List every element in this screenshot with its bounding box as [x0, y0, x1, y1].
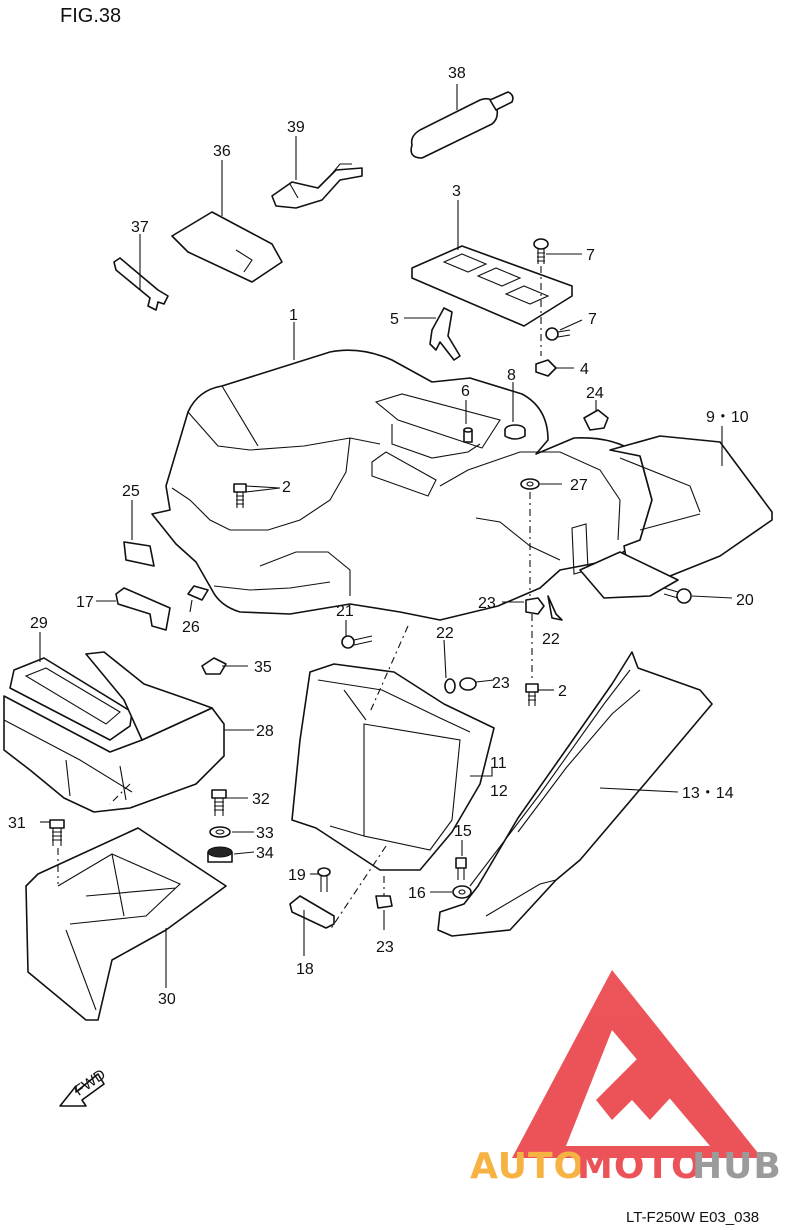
callout-7-upper: 7	[586, 247, 595, 264]
part-27-washer	[520, 478, 540, 490]
part-22-washer	[444, 678, 456, 694]
callout-19: 19	[288, 867, 306, 884]
callout-17: 17	[76, 594, 94, 611]
part-31-bolt	[49, 819, 65, 846]
part-11-12-inner-fender	[291, 663, 495, 871]
part-17-pad	[115, 587, 171, 631]
part-1-rear-fender	[151, 349, 653, 621]
watermark-word-auto: AUTO	[470, 1146, 585, 1187]
callout-25: 25	[122, 483, 140, 500]
callout-28: 28	[256, 723, 274, 740]
part-21-screw	[341, 635, 373, 649]
part-22-clip-right	[547, 595, 563, 621]
callout-33: 33	[256, 825, 274, 842]
assembly-lines	[57, 266, 542, 931]
part-37-bracket	[113, 257, 169, 311]
callout-11: 11	[490, 755, 507, 772]
callout-24: 24	[586, 385, 604, 402]
callout-29: 29	[30, 615, 48, 632]
callout-7-lower: 7	[588, 311, 597, 328]
callout-36: 36	[213, 143, 231, 160]
part-19-bolt	[317, 867, 331, 892]
logo-triangle-icon	[512, 970, 762, 1158]
part-38-grip	[410, 91, 514, 159]
callout-37: 37	[131, 219, 149, 236]
callout-labels: 38 39 36 37 3 7 7 5 4 1 6 8 24 9・10 2 27…	[8, 65, 754, 1008]
callout-39: 39	[287, 119, 305, 136]
part-23-nut-mid	[525, 597, 545, 615]
part-39-bracket	[271, 163, 363, 209]
callout-21: 21	[336, 603, 354, 620]
callout-9-10: 9・10	[706, 409, 749, 426]
figure-label: FIG.38	[60, 5, 121, 27]
part-18-bracket	[289, 895, 335, 929]
callout-31: 31	[8, 815, 26, 832]
part-7-screw-upper	[533, 238, 549, 264]
callout-13-14: 13・14	[682, 785, 734, 802]
callout-27: 27	[570, 477, 588, 494]
part-30-lower-cover	[25, 827, 227, 1021]
part-3-rack-pad	[411, 245, 573, 327]
callout-2-lower: 2	[558, 683, 567, 700]
callout-20: 20	[736, 592, 754, 609]
watermark-word-hub: HUB	[692, 1146, 782, 1187]
callout-4: 4	[580, 361, 589, 378]
callout-30: 30	[158, 991, 176, 1008]
callout-22: 22	[436, 625, 454, 642]
part-20-bolt	[663, 587, 692, 604]
drawing-code: LT-F250W E03_038	[626, 1209, 759, 1226]
callout-23-mid: 23	[478, 595, 496, 612]
part-4-clip	[535, 359, 557, 377]
part-28-tool-box	[3, 651, 225, 813]
part-16-washer	[452, 885, 472, 899]
part-32-bolt	[211, 789, 227, 816]
callout-12: 12	[490, 783, 508, 800]
part-34-nut	[207, 846, 233, 863]
watermark-logo: AUTO MOTO HUB	[470, 970, 782, 1187]
fwd-arrow-icon: FWD	[59, 1066, 109, 1107]
callout-16: 16	[408, 885, 426, 902]
callout-35: 35	[254, 659, 272, 676]
callout-23-right: 23	[492, 675, 510, 692]
part-15-bolt	[455, 857, 467, 880]
part-7-screw-lower	[545, 327, 571, 341]
part-5-bracket	[429, 307, 461, 361]
leader-lines	[39, 84, 733, 988]
callout-1: 1	[289, 307, 298, 324]
part-26-pad	[187, 585, 209, 601]
callout-38: 38	[448, 65, 466, 82]
callout-34: 34	[256, 845, 274, 862]
part-8-cap	[504, 424, 526, 440]
callout-6: 6	[461, 383, 470, 400]
part-6-bolt	[463, 427, 473, 443]
part-29-seal	[9, 657, 133, 741]
callout-2-upper: 2	[282, 479, 291, 496]
callout-22-right: 22	[542, 631, 560, 648]
part-33-washer	[209, 826, 231, 838]
part-2-bolt-lower	[525, 683, 539, 706]
part-35-pad	[201, 657, 227, 675]
part-23-nut-small	[459, 677, 477, 691]
callout-15: 15	[454, 823, 472, 840]
callout-5: 5	[390, 311, 399, 328]
callout-26: 26	[182, 619, 200, 636]
part-25-tape	[123, 541, 155, 567]
callout-32: 32	[252, 791, 270, 808]
watermark-word-moto: MOTO	[577, 1146, 703, 1187]
part-13-14-side-guard	[437, 651, 713, 937]
callout-8: 8	[507, 367, 516, 384]
part-23-nut-lower	[375, 895, 393, 909]
callout-23-lower: 23	[376, 939, 394, 956]
part-36-cover	[171, 211, 283, 283]
callout-3: 3	[452, 183, 461, 200]
callout-18: 18	[296, 961, 314, 978]
part-24-pad	[583, 409, 609, 431]
